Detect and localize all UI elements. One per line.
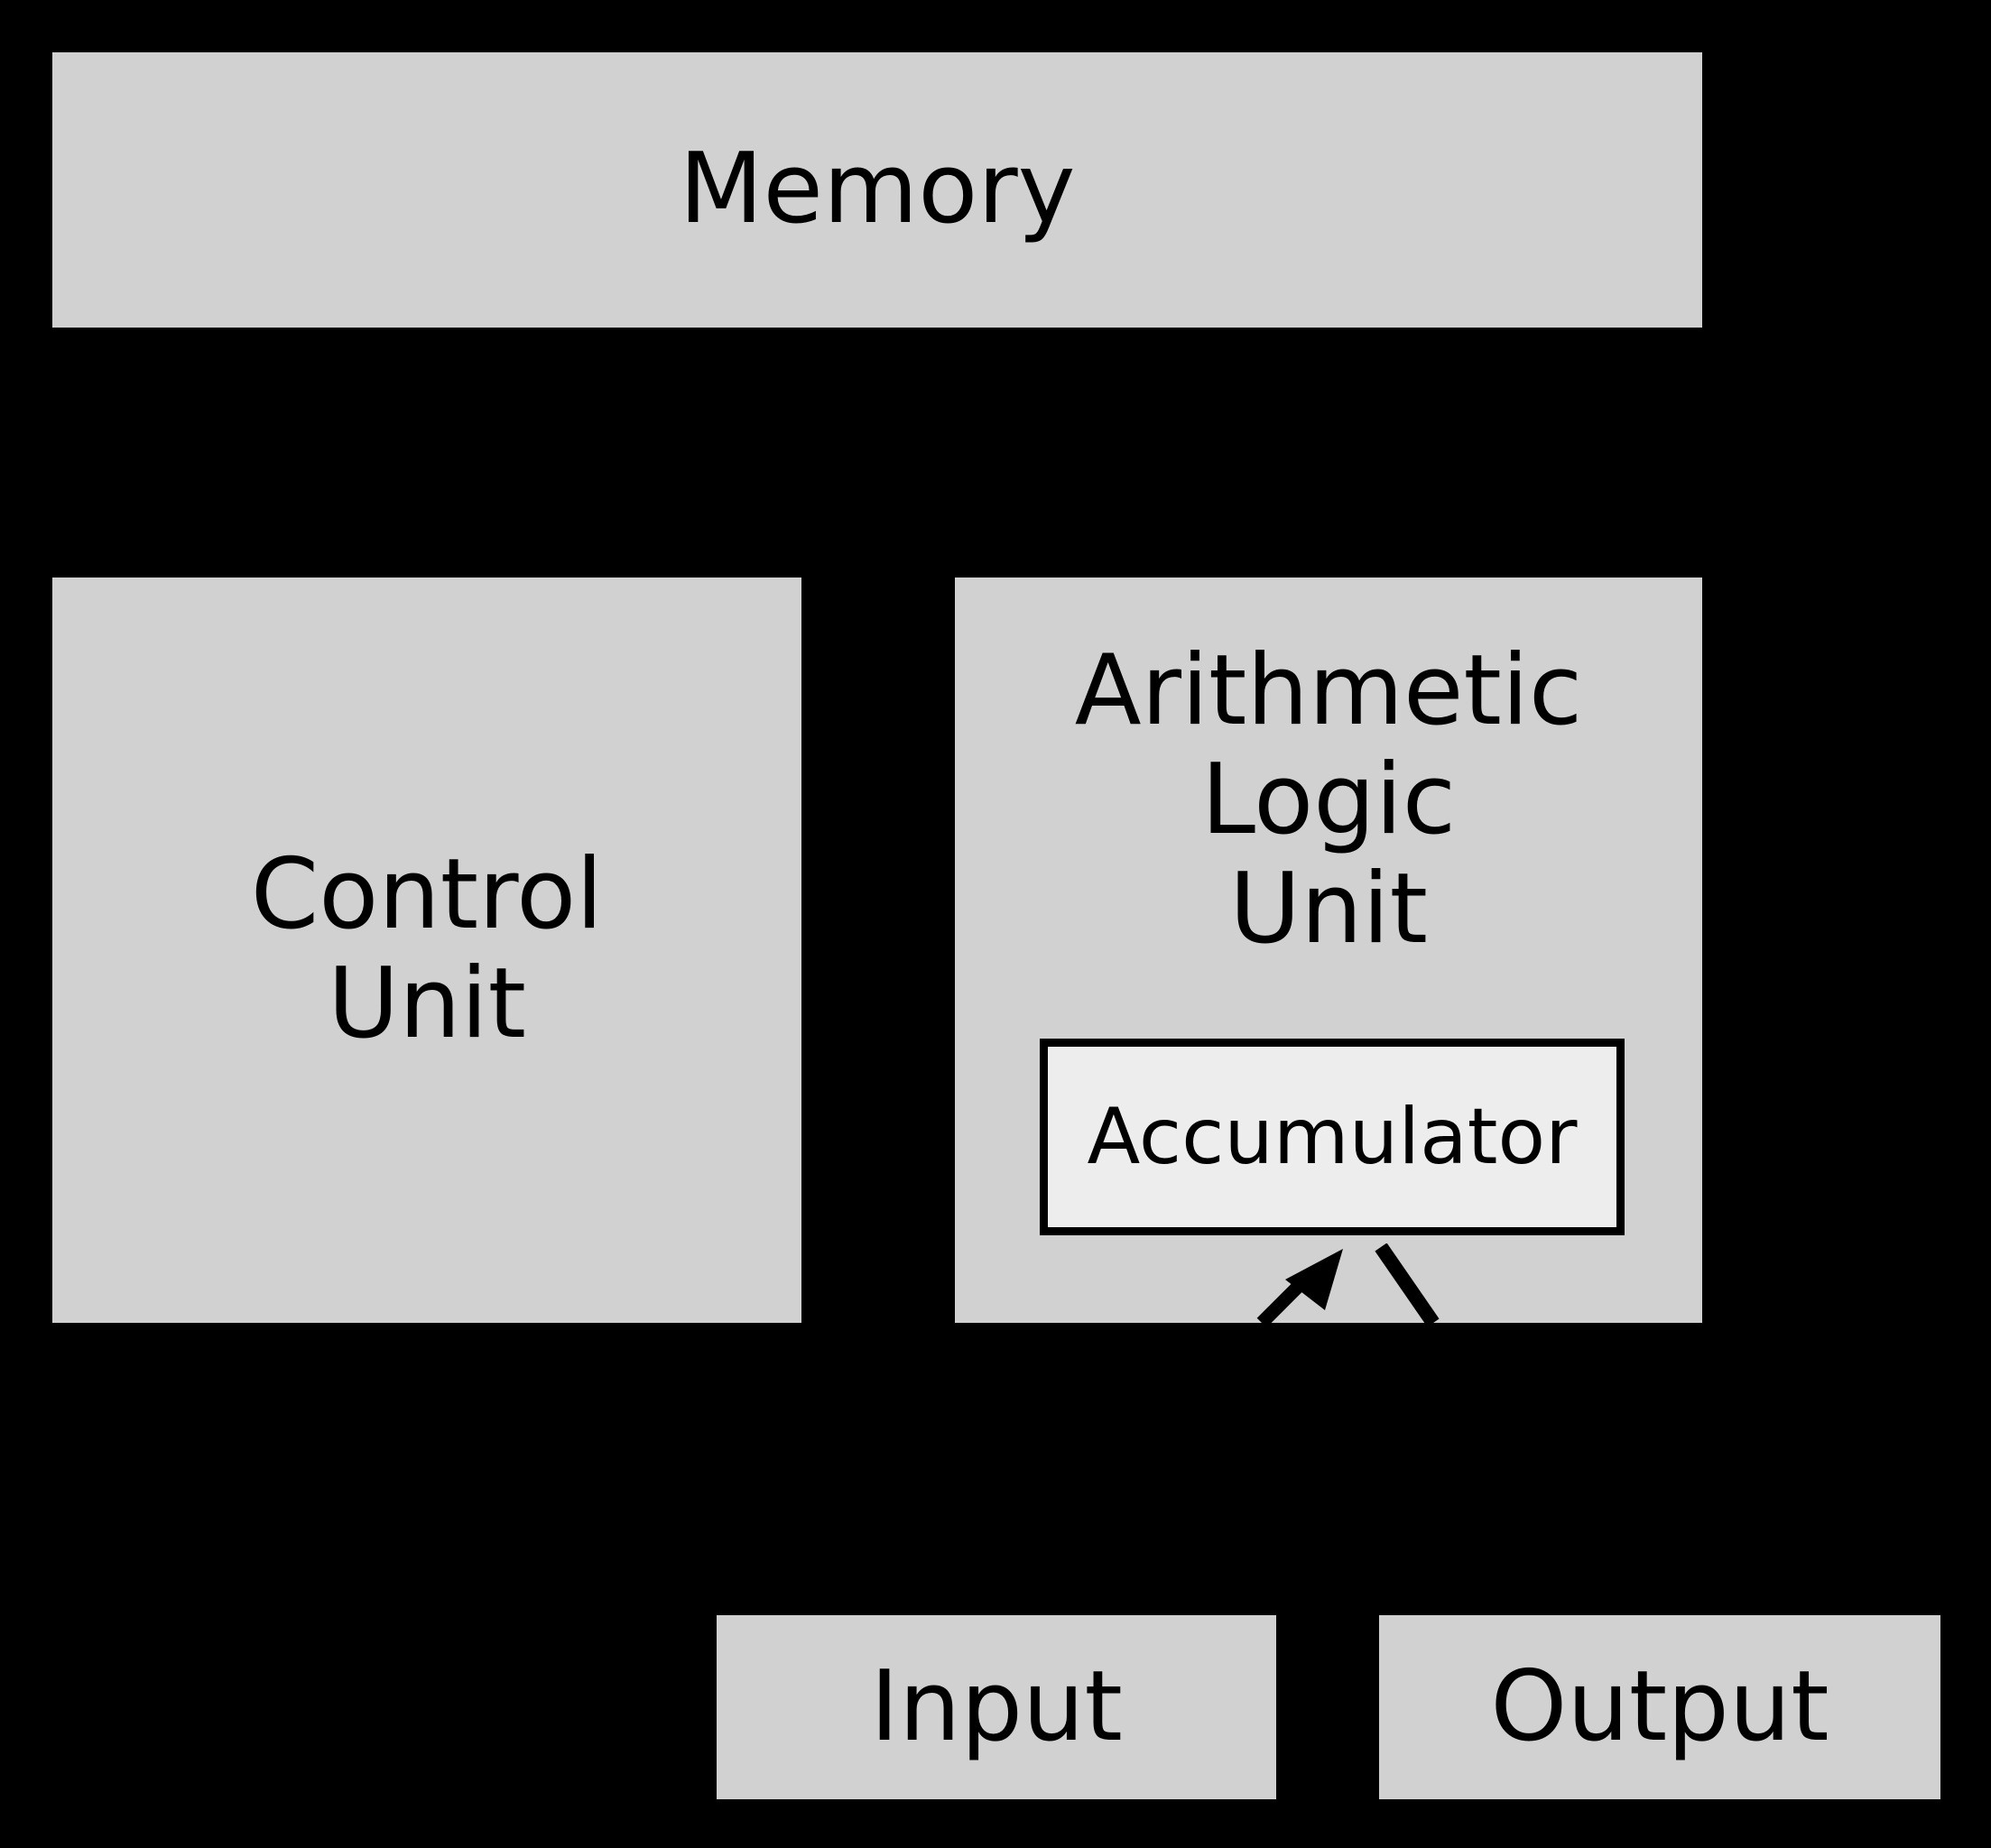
control-unit-block[interactable]: Control Unit <box>52 578 801 1323</box>
memory-block-label: Memory <box>679 133 1076 246</box>
accumulator-register-label: Accumulator <box>1087 1091 1578 1182</box>
arithmetic-logic-unit-block-label: Arithmetic Logic Unit <box>1074 634 1583 966</box>
input-block-label: Input <box>870 1649 1123 1763</box>
memory-block[interactable]: Memory <box>52 52 1702 328</box>
control-unit-block-label: Control Unit <box>250 838 604 1060</box>
output-block[interactable]: Output <box>1379 1615 1940 1799</box>
accumulator-register[interactable]: Accumulator <box>1040 1039 1625 1235</box>
output-block-label: Output <box>1490 1649 1829 1763</box>
input-block[interactable]: Input <box>717 1615 1276 1799</box>
